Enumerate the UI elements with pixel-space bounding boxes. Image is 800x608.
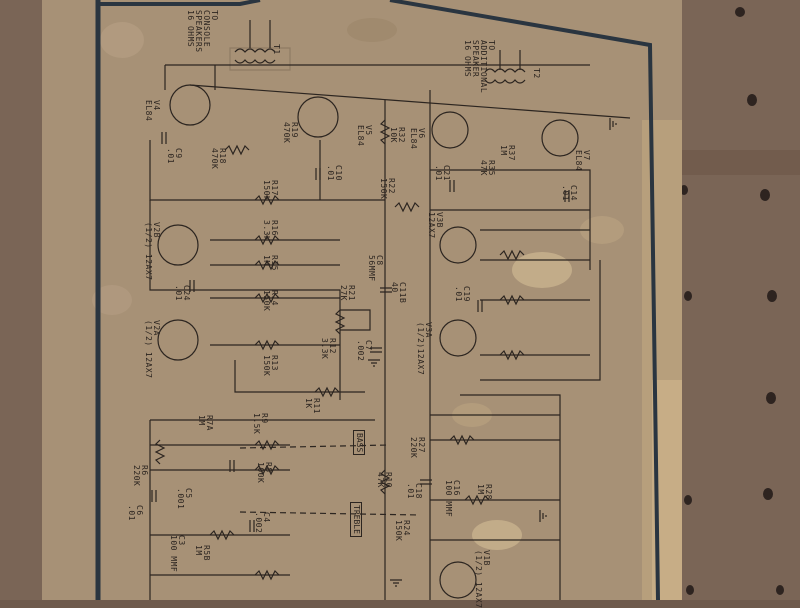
label-v2b: V2B (1/2) 12AX7 — [144, 222, 161, 281]
label-r6: R6 220K — [132, 465, 149, 487]
label-c19: C19 .01 — [454, 286, 471, 302]
label-r10: R10 47K — [376, 472, 393, 488]
label-c4: C4 .002 — [254, 512, 271, 534]
label-v1b: V1B (1/2) 12AX7 — [474, 550, 491, 608]
label-v5: V5 EL84 — [356, 125, 373, 147]
label-t1: T1 — [272, 44, 281, 55]
label-t2: T2 — [532, 68, 541, 79]
label-r21: R21 27K — [339, 285, 356, 301]
label-r17: R17 150K — [262, 180, 279, 202]
label-v2a: V2A (1/2) 12AX7 — [144, 320, 161, 379]
label-treble: TREBLE — [350, 502, 362, 537]
label-to-additional-speaker: TO ADDITIONAL SPEAKER 16 OHMS — [463, 40, 496, 94]
label-c14: C14 .01 — [561, 185, 578, 201]
label-to-console-speakers: TO CONSOLE SPEAKERS 16 OHMS — [186, 10, 219, 53]
label-r15: R15 1M — [262, 255, 279, 271]
label-v3b: V3B 12AX7 — [427, 212, 444, 239]
label-r16: R16 3.3K — [262, 220, 279, 242]
label-r35: R35 47K — [479, 160, 496, 176]
label-c9: C9 .01 — [166, 148, 183, 164]
label-c3: C3 100 MMF — [169, 535, 186, 573]
label-r5b: R5B 1M — [194, 545, 211, 561]
label-bass: BASS — [353, 430, 365, 456]
label-r24: R24 150K — [394, 520, 411, 542]
label-r18: R18 470K — [210, 148, 227, 170]
label-r8: R8 100K — [256, 462, 273, 484]
schematic-drawing — [90, 0, 665, 601]
label-v3a: V3A (1/2)12AX7 — [416, 322, 433, 376]
label-r7a: R7A 1M — [197, 415, 214, 431]
label-c8: C8 56MMF — [367, 255, 384, 282]
label-c5: C5 .001 — [176, 488, 193, 510]
label-r28: R28 1M — [476, 484, 493, 500]
label-c24: C24 .01 — [174, 285, 191, 301]
label-r11: R11 1K — [304, 398, 321, 414]
label-c6: C6 .01 — [127, 505, 144, 521]
schematic-lines — [95, 0, 660, 601]
label-c11b: C11B 40 — [390, 282, 407, 304]
label-r19: R19 470K — [282, 122, 299, 144]
label-c16: C16 100 MMF — [444, 480, 461, 518]
label-r9: R9 1.5K — [252, 413, 269, 435]
label-r32: R32 10K — [389, 127, 406, 143]
label-r22: R22 150K — [379, 178, 396, 200]
label-c10: C10 .01 — [326, 165, 343, 181]
label-v6: V6 EL84 — [409, 128, 426, 150]
label-r27: R27 220K — [409, 437, 426, 459]
label-r37: R37 1M — [499, 145, 516, 161]
label-c18: C18 .01 — [406, 483, 423, 499]
label-r14: R14 150K — [262, 290, 279, 312]
label-r12: R12 3.3K — [320, 338, 337, 360]
label-v4: V4 EL84 — [144, 100, 161, 122]
label-c21: C21 .01 — [434, 165, 451, 181]
label-r13: R13 150K — [262, 355, 279, 377]
label-c7: C7 .002 — [356, 340, 373, 362]
label-v7: V7 EL84 — [574, 150, 591, 172]
